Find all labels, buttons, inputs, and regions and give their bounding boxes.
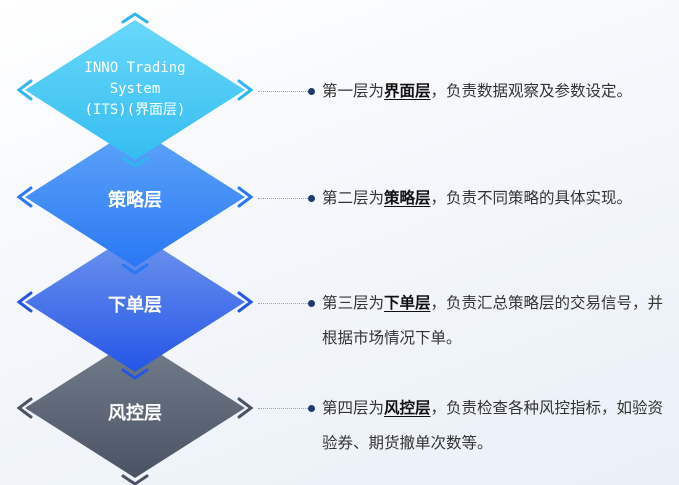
chevron-down-icon [121,368,149,380]
chevron-left-icon [16,291,33,313]
diamond-strategy [25,127,245,267]
diamond-order [25,232,245,372]
chevron-right-icon [237,79,254,101]
diamond-label-strategy: 策略层 [108,190,162,211]
bullet-dot [308,300,315,307]
bullet-dot [308,195,315,202]
chevron-left-icon [16,186,33,208]
layer-description-1: 第一层为界面层，负责数据观察及参数设定。 [322,82,633,100]
chevron-left-icon [16,79,33,101]
bullet-dot [308,405,315,412]
chevron-left-icon [16,397,33,419]
diamond-label-order: 下单层 [108,295,162,316]
layer-description-3: 第三层为下单层，负责汇总策略层的交易信号，并根据市场情况下单。 [322,294,664,347]
connector-line [258,303,308,304]
chevron-down-icon [121,156,149,168]
chevron-down-icon [121,474,149,485]
diamond-label-interface: INNO Trading System (ITS)(界面层) [25,58,245,121]
diamond-label-risk: 风控层 [108,403,162,424]
diamond-interface [25,20,245,160]
chevron-right-icon [237,397,254,419]
diamond-label-line: INNO Trading [84,60,186,76]
connector-line [258,91,308,92]
chevron-right-icon [237,291,254,313]
chevron-up-icon [121,12,149,24]
layer-description-4: 第四层为风控层，负责检查各种风控指标，如验资验券、期货撤单次数等。 [322,399,664,452]
diamond-risk [25,338,245,478]
chevron-right-icon [237,186,254,208]
chevron-down-icon [121,263,149,275]
diamond-label-line: (ITS)(界面层) [84,102,186,118]
bullet-dot [308,88,315,95]
connector-line [258,198,308,199]
connector-line [258,408,308,409]
layer-description-2: 第二层为策略层，负责不同策略的具体实现。 [322,189,633,207]
diamond-label-line: System [109,81,161,97]
